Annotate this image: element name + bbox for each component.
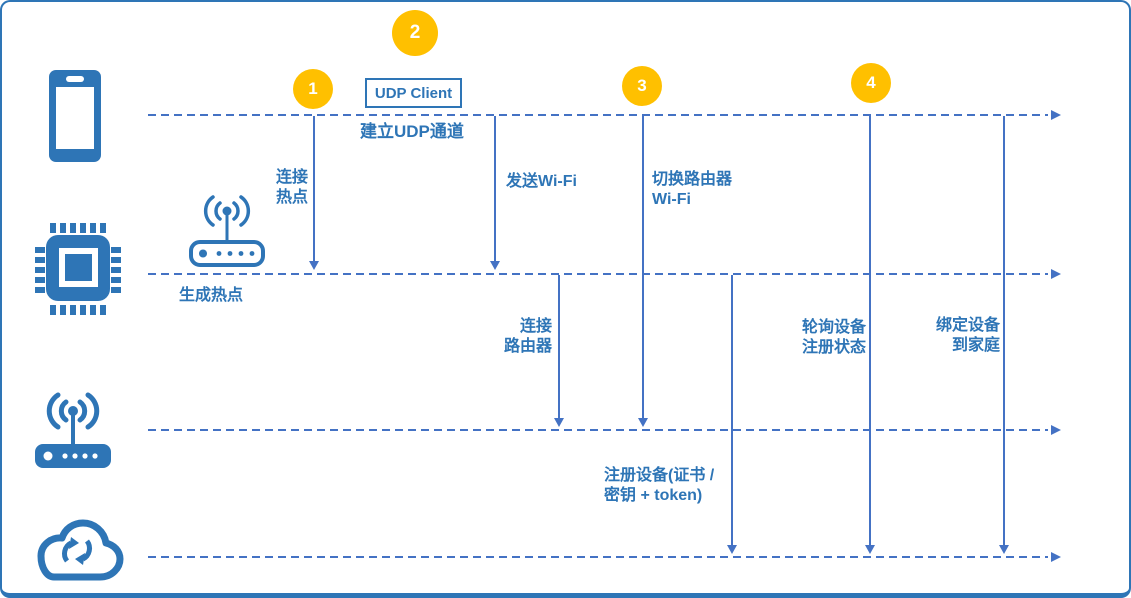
arrow-bind-to-home <box>999 116 1009 554</box>
step-badge-1: 1 <box>293 69 333 109</box>
label-generate-hotspot: 生成热点 <box>179 287 244 304</box>
label-register-device: 注册设备(证书 / 密钥 + token) <box>604 467 715 504</box>
lifeline-device <box>148 269 1061 279</box>
label-send-wifi: 发送Wi-Fi <box>506 173 577 190</box>
label-bind-to-home: 绑定设备 到家庭 <box>935 317 1000 354</box>
cloud-sync-icon <box>37 519 124 581</box>
lifeline-phone <box>148 110 1061 120</box>
arrow-connect-hotspot <box>309 116 319 270</box>
smartphone-icon <box>49 70 101 162</box>
arrow-poll-registration <box>865 116 875 554</box>
udp-client-box: UDP Client <box>365 78 462 108</box>
label-connect-hotspot: 连接 热点 <box>275 169 308 206</box>
chip-icon <box>35 223 121 315</box>
hotspot-icon <box>189 195 265 267</box>
label-poll-registration: 轮询设备 注册状态 <box>801 319 866 356</box>
lifeline-router <box>148 425 1061 435</box>
arrow-register-device <box>727 275 737 554</box>
label-connect-router: 连接 路由器 <box>503 318 552 355</box>
label-switch-router-wifi: 切换路由器 Wi-Fi <box>652 171 733 208</box>
arrow-send-wifi <box>490 116 500 270</box>
wifi-router-icon <box>35 392 111 468</box>
step-badge-4: 4 <box>851 63 891 103</box>
arrow-connect-router <box>554 275 564 427</box>
arrow-switch-router-wifi <box>638 116 648 427</box>
step-badge-3: 3 <box>622 66 662 106</box>
label-establish-udp: 建立UDP通道 <box>360 122 464 141</box>
lifeline-cloud <box>148 552 1061 562</box>
step-badge-2: 2 <box>392 10 438 56</box>
